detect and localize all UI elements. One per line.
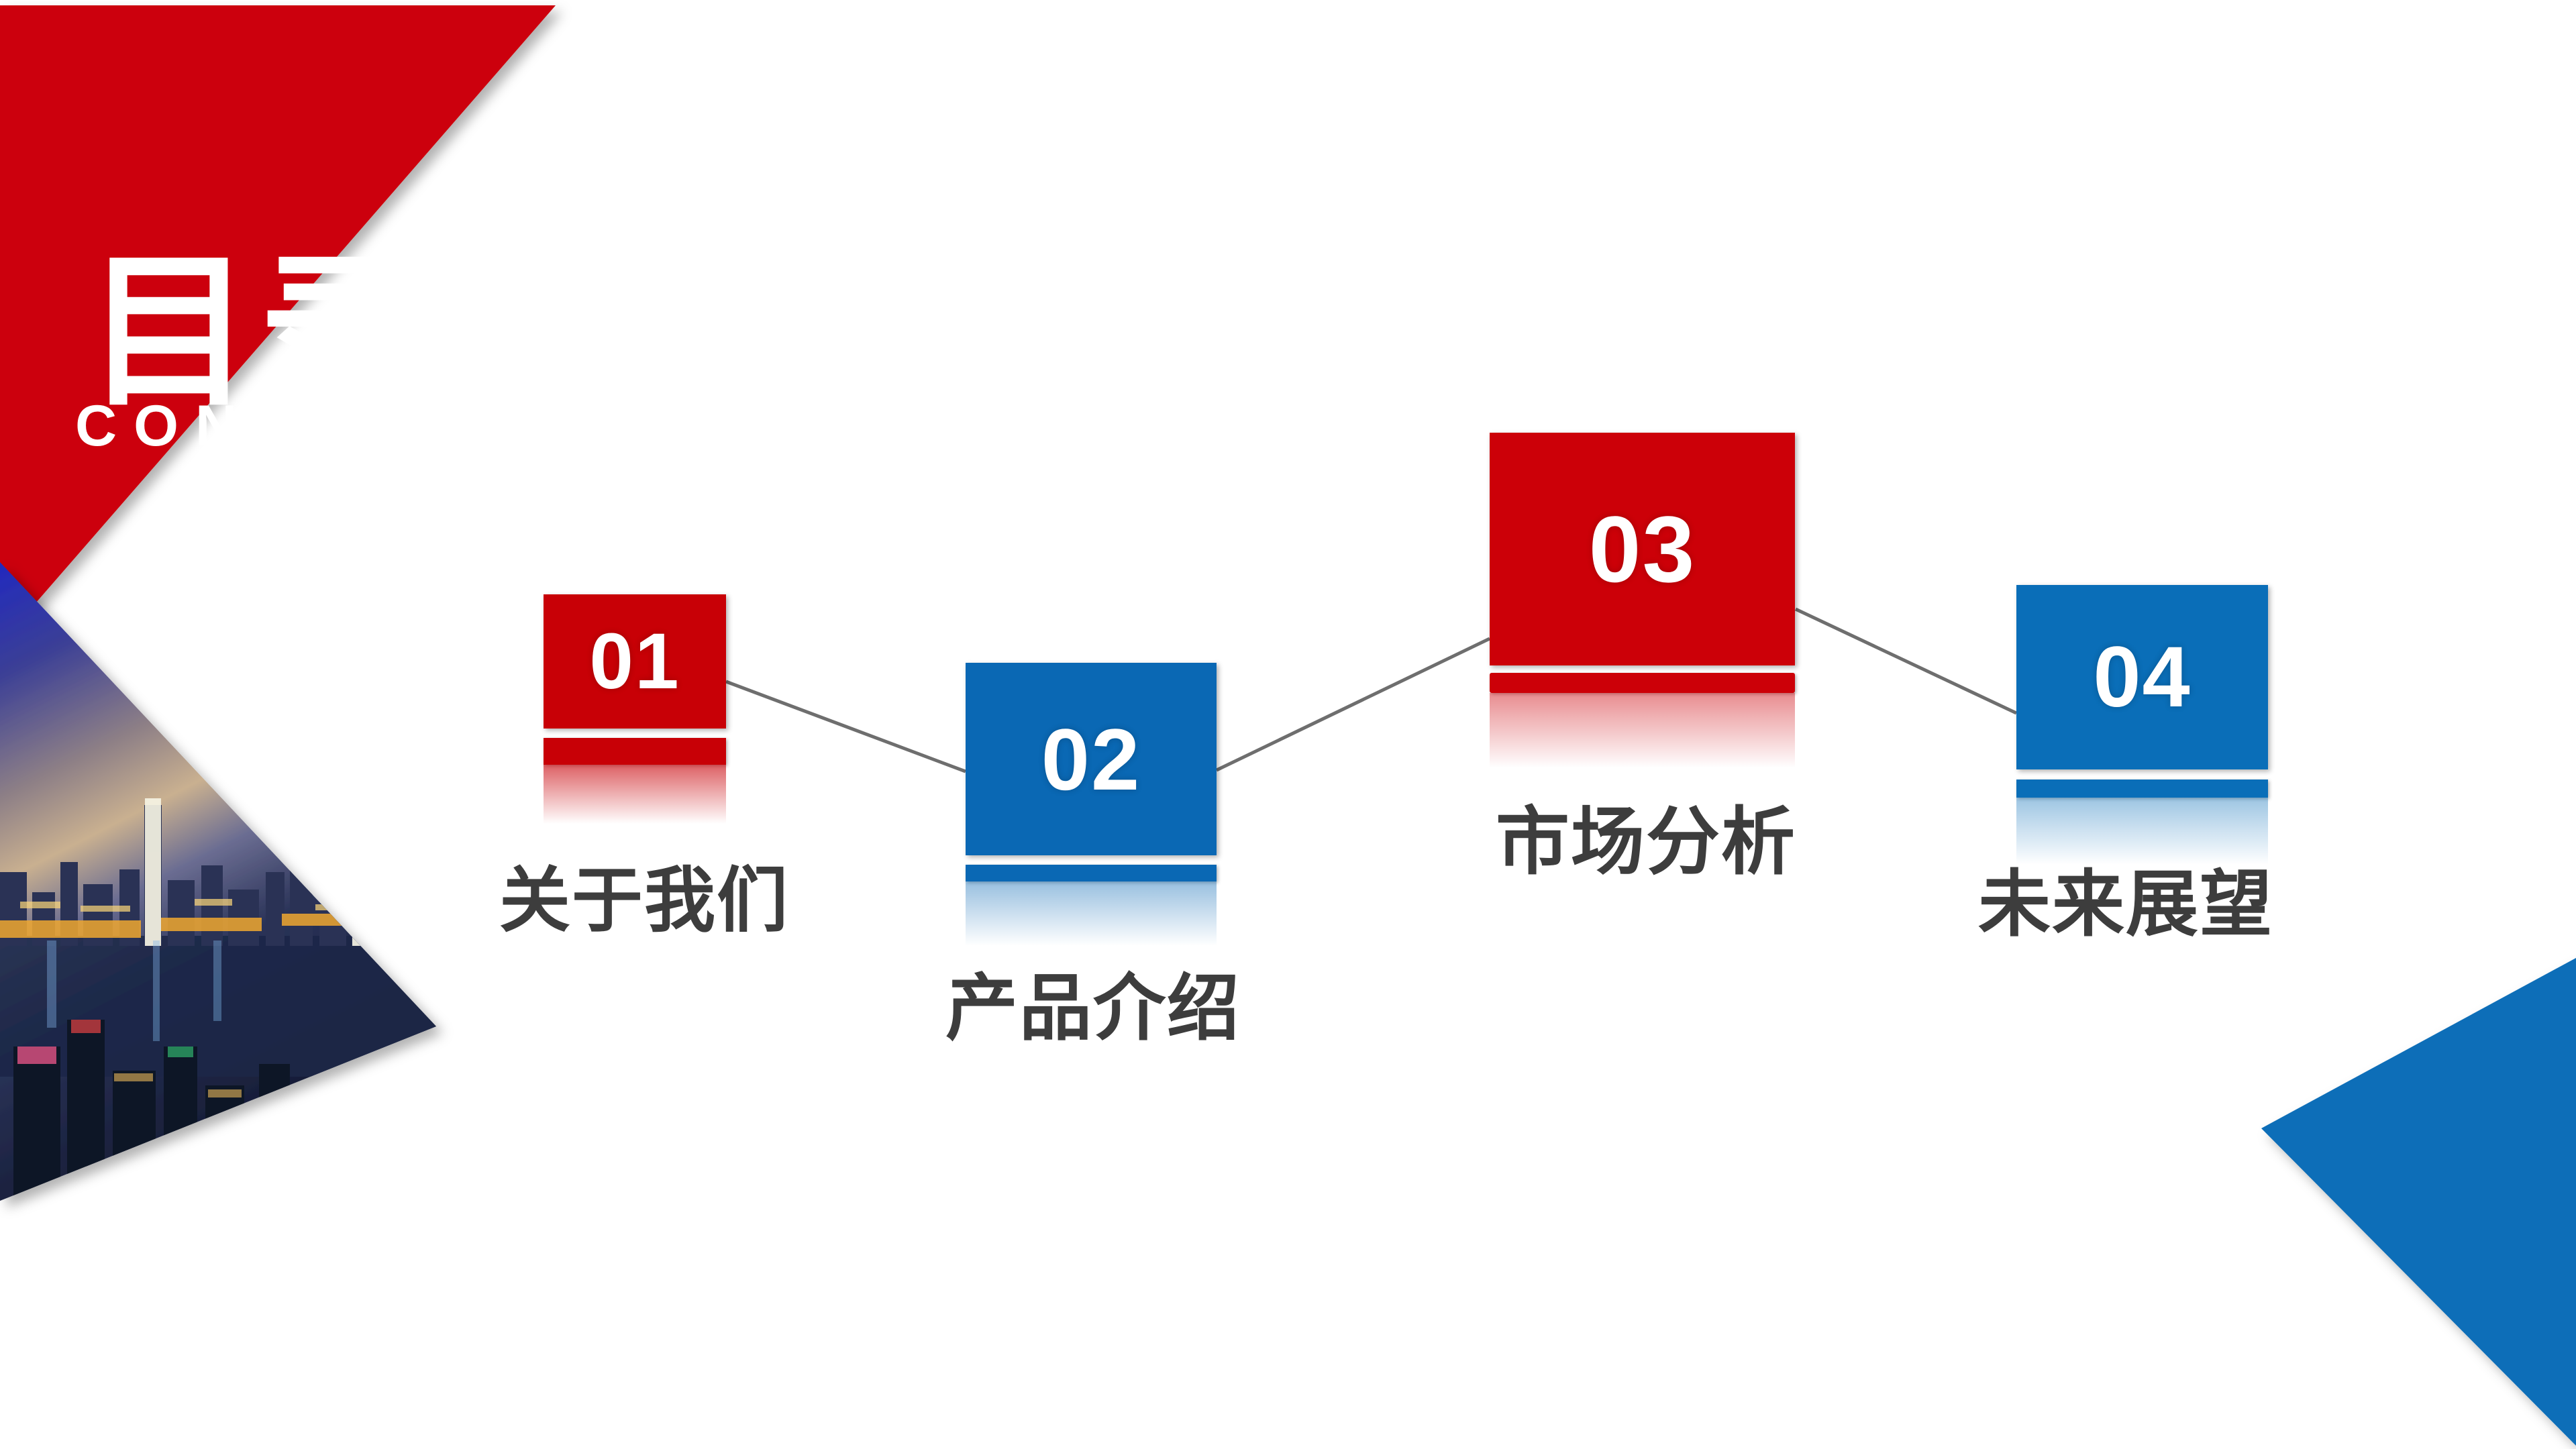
step-02-label: 产品介绍 bbox=[945, 967, 1241, 1051]
step-04-number: 04 bbox=[2093, 629, 2192, 725]
blue-triangle-shape bbox=[2261, 958, 2576, 1446]
connector-02-03 bbox=[1215, 637, 1491, 772]
connector-lines bbox=[725, 607, 2018, 773]
step-01-box[interactable]: 01 bbox=[544, 594, 726, 729]
step-item-02[interactable]: 02 bbox=[966, 663, 1217, 946]
photo-arrow-shape bbox=[0, 562, 436, 1201]
step-03-reflection bbox=[1490, 693, 1795, 768]
step-item-01[interactable]: 01 bbox=[544, 594, 726, 824]
step-item-04[interactable]: 04 bbox=[2016, 585, 2268, 865]
step-01-reflection bbox=[544, 765, 726, 824]
step-02-box[interactable]: 02 bbox=[966, 663, 1217, 855]
step-04-bar bbox=[2016, 780, 2268, 798]
content-banner: 目录 CONTENT bbox=[0, 0, 604, 604]
step-02-bar bbox=[966, 865, 1217, 881]
step-01-number: 01 bbox=[589, 617, 680, 706]
step-item-03[interactable]: 03 bbox=[1490, 433, 1795, 768]
step-03-bar bbox=[1490, 673, 1795, 693]
connector-03-04 bbox=[1794, 607, 2018, 715]
step-03-box[interactable]: 03 bbox=[1490, 433, 1795, 665]
step-02-number: 02 bbox=[1041, 710, 1141, 808]
connector-01-02 bbox=[725, 680, 966, 773]
toc-title: 目录 bbox=[86, 236, 432, 429]
toc-subtitle: CONTENT bbox=[75, 394, 472, 458]
step-04-reflection bbox=[2016, 798, 2268, 865]
step-02-reflection bbox=[966, 881, 1217, 946]
step-03-label: 市场分析 bbox=[1496, 799, 1796, 885]
step-04-box[interactable]: 04 bbox=[2016, 585, 2268, 769]
step-01-label: 关于我们 bbox=[499, 859, 789, 942]
step-03-number: 03 bbox=[1588, 496, 1696, 602]
step-01-bar bbox=[544, 738, 726, 765]
step-04-label: 未来展望 bbox=[1978, 863, 2274, 947]
